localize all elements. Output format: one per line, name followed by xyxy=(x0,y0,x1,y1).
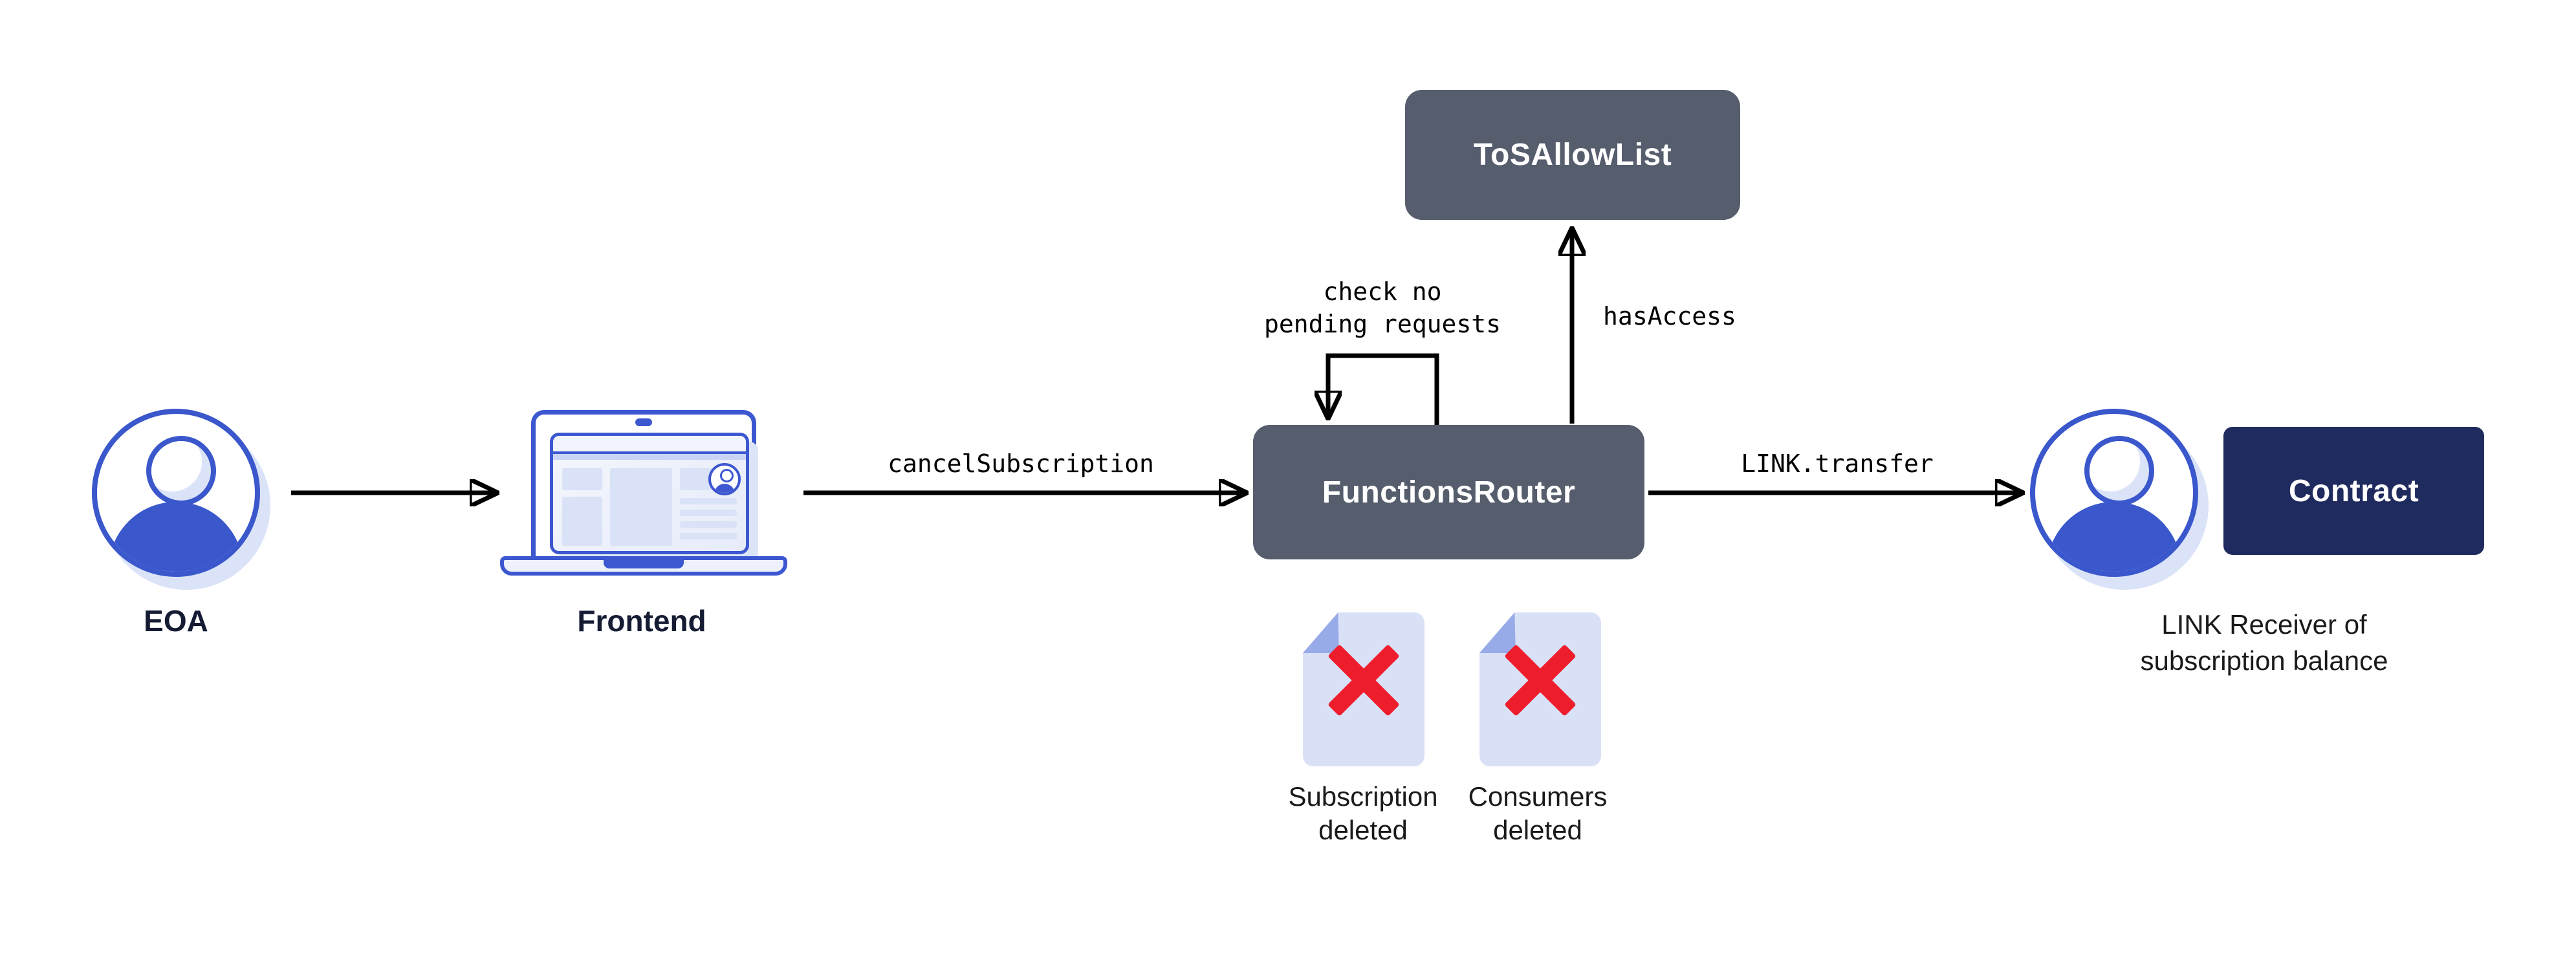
contract-node: Contract xyxy=(2223,427,2484,555)
eoa-user-icon xyxy=(92,409,270,590)
subscription-deleted-document-icon xyxy=(1303,612,1424,766)
check-pending-edge-label: check no pending requests xyxy=(1263,277,1501,338)
eoa-label: EOA xyxy=(144,604,208,638)
cancel-subscription-edge-label: cancelSubscription xyxy=(888,449,1154,478)
tos-allow-list-label: ToSAllowList xyxy=(1473,138,1672,172)
laptop-browser-window xyxy=(550,433,749,554)
edge-functionsrouter-self-loop xyxy=(1328,353,1439,425)
browser-avatar-icon xyxy=(708,463,741,495)
document-fold-corner xyxy=(1479,612,1516,653)
functions-router-label: FunctionsRouter xyxy=(1322,475,1576,510)
functions-router-node: FunctionsRouter xyxy=(1253,425,1644,559)
document-fold-corner xyxy=(1303,612,1339,653)
frontend-laptop-icon xyxy=(500,410,787,576)
laptop-camera-dot xyxy=(635,418,652,426)
contract-label: Contract xyxy=(2288,473,2419,508)
consumers-deleted-document-icon xyxy=(1479,612,1601,766)
link-receiver-user-icon xyxy=(2030,409,2209,590)
tos-allow-list-node: ToSAllowList xyxy=(1405,90,1740,220)
link-receiver-caption: LINK Receiver of subscription balance xyxy=(2140,609,2388,676)
link-transfer-edge-label: LINK.transfer xyxy=(1741,449,1934,478)
subscription-deleted-label: Subscription deleted xyxy=(1288,781,1438,845)
frontend-label: Frontend xyxy=(577,604,706,638)
has-access-edge-label: hasAccess xyxy=(1603,302,1736,330)
consumers-deleted-label: Consumers deleted xyxy=(1468,781,1608,845)
